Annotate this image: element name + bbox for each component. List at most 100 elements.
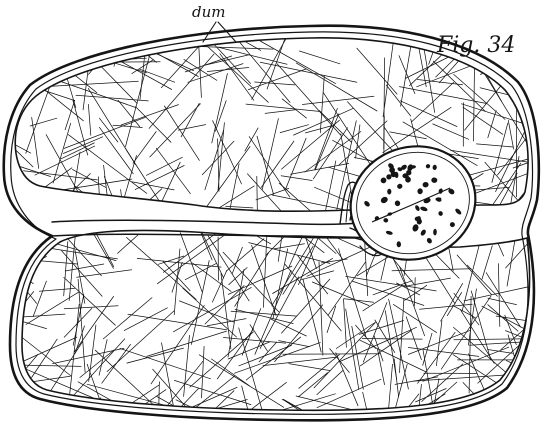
fiber-stroke	[306, 126, 333, 133]
fiber-stroke	[77, 51, 157, 53]
fiber-stroke	[488, 305, 518, 331]
fiber-stroke	[246, 337, 301, 380]
fiber-stroke	[476, 144, 513, 147]
fiber-stroke	[220, 186, 254, 208]
fiber-stroke	[20, 321, 47, 329]
fiber-stroke	[281, 176, 312, 181]
fiber-stroke	[174, 380, 251, 404]
fiber-stroke	[320, 76, 324, 133]
fiber-stroke	[61, 143, 94, 159]
fiber-stroke	[185, 376, 235, 417]
fiber-stroke	[88, 104, 90, 135]
fiber-stroke	[283, 399, 308, 413]
fiber-stroke	[64, 242, 68, 296]
fiber-stroke	[218, 123, 224, 191]
fiber-stroke	[423, 347, 509, 381]
fiber-stroke	[488, 350, 513, 354]
fiber-stroke	[178, 125, 205, 131]
fiber-stroke	[263, 220, 267, 308]
fiber-stroke	[121, 190, 125, 223]
fiber-stroke	[231, 311, 297, 316]
fiber-stroke	[316, 161, 336, 259]
lower-lobe-outline	[22, 230, 530, 410]
fiber-stroke	[1, 222, 69, 276]
fiber-stroke	[63, 137, 103, 154]
fiber-stroke	[520, 392, 528, 425]
fiber-stroke	[70, 304, 80, 396]
fiber-stroke	[467, 172, 531, 196]
fiber-stroke	[32, 117, 39, 168]
fiber-stroke	[399, 87, 486, 104]
fiber-stroke	[406, 317, 421, 360]
fiber-stroke	[260, 62, 357, 82]
fiber-stroke	[181, 103, 199, 137]
fiber-stroke	[357, 48, 397, 94]
fiber-stroke	[433, 61, 485, 111]
fiber-stroke	[386, 364, 392, 431]
fiber-stroke	[317, 370, 343, 394]
fiber-stroke	[64, 117, 145, 148]
fiber-stroke	[319, 111, 351, 143]
fiber-stroke	[328, 262, 365, 315]
fiber-stroke	[262, 119, 278, 190]
fiber-stroke	[32, 339, 58, 377]
fiber-stroke	[30, 118, 57, 126]
fiber-stroke	[395, 377, 438, 385]
fiber-stroke	[232, 247, 242, 273]
fiber-stroke	[140, 69, 175, 82]
fiber-stroke	[223, 338, 285, 344]
fiber-stroke	[77, 270, 132, 277]
fiber-stroke	[485, 74, 537, 159]
fiber-stroke	[94, 57, 147, 73]
fiber-stroke	[150, 49, 198, 76]
fiber-stroke	[488, 111, 496, 138]
fiber-stroke	[66, 75, 76, 107]
fiber-stroke	[44, 91, 74, 101]
fiber-stroke	[385, 311, 396, 380]
fiber-stroke	[460, 310, 494, 364]
fiber-stroke	[24, 171, 98, 180]
fiber-stroke	[35, 146, 95, 175]
fiber-stroke	[507, 217, 519, 286]
fiber-stroke	[87, 364, 100, 400]
fiber-stroke	[99, 16, 156, 63]
fiber-stroke	[299, 51, 340, 64]
fiber-stroke	[469, 296, 471, 393]
fiber-stroke	[202, 346, 205, 397]
fiber-stroke	[64, 306, 118, 309]
fiber-stroke	[250, 325, 268, 351]
fiber-stroke	[245, 128, 258, 151]
fiber-stroke	[8, 29, 36, 42]
fiber-stroke	[266, 212, 308, 255]
fiber-stroke	[126, 149, 161, 204]
fiber-stroke	[47, 36, 70, 67]
fiber-stroke	[65, 264, 104, 271]
fiber-stroke	[104, 165, 108, 195]
spotted-organ	[336, 130, 490, 275]
fiber-stroke	[215, 101, 226, 132]
fiber-stroke	[283, 246, 313, 294]
fiber-stroke	[191, 261, 209, 345]
fiber-stroke	[146, 157, 182, 175]
fiber-stroke	[348, 102, 398, 156]
fiber-stroke	[447, 293, 461, 316]
fiber-stroke	[46, 135, 85, 205]
fiber-stroke	[282, 99, 306, 118]
fiber-stroke	[419, 384, 422, 411]
fiber-stroke	[441, 283, 463, 321]
fiber-stroke	[463, 107, 503, 134]
fiber-stroke	[294, 108, 354, 135]
fiber-stroke	[505, 315, 517, 344]
fiber-stroke	[277, 64, 340, 135]
fiber-stroke	[64, 277, 116, 325]
fiber-stroke	[246, 104, 320, 111]
fiber-stroke	[495, 173, 517, 214]
fiber-stroke	[199, 355, 283, 408]
fiber-stroke	[113, 125, 142, 127]
fiber-stroke	[424, 254, 456, 304]
fiber-stroke	[363, 286, 401, 311]
fiber-stroke	[249, 243, 330, 264]
fiber-stroke	[375, 320, 395, 353]
fiber-stroke	[208, 236, 249, 301]
